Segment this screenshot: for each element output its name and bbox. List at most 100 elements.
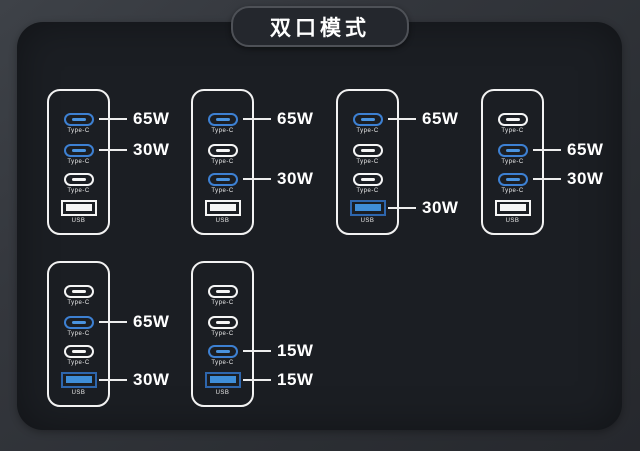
charger-6-outline [191, 261, 254, 407]
type-c-port-icon [63, 344, 94, 358]
port-type-label: USB [215, 390, 230, 396]
port-type-label: Type-C [211, 300, 234, 306]
watt-label: 30W [567, 169, 604, 188]
port-pin-bar [215, 349, 230, 353]
charger-5: Type-C Type-C 65W Type-C USB 30W [47, 261, 207, 411]
port-pin-bar [215, 320, 230, 324]
port-pin-bar [71, 177, 86, 181]
port-pin-bar [215, 289, 230, 293]
watt-label: 15W [277, 370, 314, 389]
watt-label: 30W [133, 370, 170, 389]
port-pin-bar [209, 376, 236, 383]
charger-6: Type-C Type-C Type-C 15W USB 15W [191, 261, 351, 411]
usb-a-port-icon [204, 200, 241, 216]
callout-line [99, 149, 127, 151]
charger-2-outline [191, 89, 254, 235]
type-c-port-icon [63, 284, 94, 298]
callout-line [533, 178, 561, 180]
callout-line [243, 379, 271, 381]
port-type-label: Type-C [501, 159, 524, 165]
usb-a-port-icon [494, 200, 531, 216]
port-type-label: Type-C [67, 128, 90, 134]
charger-4-outline [481, 89, 544, 235]
type-c-port-icon [207, 172, 238, 186]
watt-label: 65W [277, 109, 314, 128]
callout-line [99, 379, 127, 381]
charger-2: Type-C 65W Type-C Type-C 30W USB [191, 89, 351, 239]
port-pin-bar [65, 204, 92, 211]
port-type-label: Type-C [356, 159, 379, 165]
port-type-label: Type-C [67, 300, 90, 306]
port-type-label: Type-C [67, 159, 90, 165]
port-type-label: Type-C [211, 128, 234, 134]
port-type-label: Type-C [211, 188, 234, 194]
port-pin-bar [215, 117, 230, 121]
callout-line [388, 207, 416, 209]
port-pin-bar [71, 148, 86, 152]
watt-label: 30W [422, 198, 459, 217]
type-c-port-icon [352, 112, 383, 126]
watt-label: 65W [422, 109, 459, 128]
port-pin-bar [65, 376, 92, 383]
port-type-label: Type-C [501, 128, 524, 134]
port-pin-bar [499, 204, 526, 211]
port-type-label: Type-C [211, 159, 234, 165]
port-type-label: USB [71, 218, 86, 224]
port-type-label: Type-C [67, 360, 90, 366]
type-c-port-icon [207, 112, 238, 126]
callout-line [388, 118, 416, 120]
watt-label: 30W [133, 140, 170, 159]
watt-label: 65W [133, 312, 170, 331]
watt-label: 65W [567, 140, 604, 159]
port-pin-bar [505, 117, 520, 121]
port-pin-bar [360, 117, 375, 121]
port-type-label: Type-C [211, 360, 234, 366]
callout-line [533, 149, 561, 151]
port-type-label: Type-C [211, 331, 234, 337]
type-c-port-icon [352, 143, 383, 157]
port-type-label: USB [71, 390, 86, 396]
type-c-port-icon [207, 143, 238, 157]
usb-a-port-icon [60, 200, 97, 216]
charger-3-outline [336, 89, 399, 235]
type-c-port-icon [207, 315, 238, 329]
port-type-label: Type-C [67, 331, 90, 337]
watt-label: 30W [277, 169, 314, 188]
type-c-port-icon [497, 112, 528, 126]
watt-label: 15W [277, 341, 314, 360]
port-pin-bar [354, 204, 381, 211]
type-c-port-icon [63, 112, 94, 126]
type-c-port-icon [63, 143, 94, 157]
port-type-label: Type-C [67, 188, 90, 194]
port-pin-bar [71, 320, 86, 324]
watt-label: 65W [133, 109, 170, 128]
usb-a-port-icon [349, 200, 386, 216]
port-type-label: USB [215, 218, 230, 224]
port-pin-bar [505, 177, 520, 181]
type-c-port-icon [352, 172, 383, 186]
type-c-port-icon [63, 172, 94, 186]
callout-line [243, 118, 271, 120]
type-c-port-icon [207, 284, 238, 298]
type-c-port-icon [497, 172, 528, 186]
charger-1: Type-C 65W Type-C 30W Type-C USB [47, 89, 207, 239]
port-pin-bar [360, 148, 375, 152]
charger-5-outline [47, 261, 110, 407]
port-pin-bar [215, 177, 230, 181]
type-c-port-icon [497, 143, 528, 157]
usb-a-port-icon [204, 372, 241, 388]
port-type-label: Type-C [356, 128, 379, 134]
port-pin-bar [71, 289, 86, 293]
port-type-label: USB [360, 218, 375, 224]
callout-line [243, 178, 271, 180]
port-pin-bar [209, 204, 236, 211]
port-pin-bar [360, 177, 375, 181]
port-pin-bar [215, 148, 230, 152]
port-type-label: Type-C [501, 188, 524, 194]
callout-line [99, 118, 127, 120]
title-pill: 双口模式 [231, 6, 409, 47]
page-title: 双口模式 [270, 16, 370, 40]
